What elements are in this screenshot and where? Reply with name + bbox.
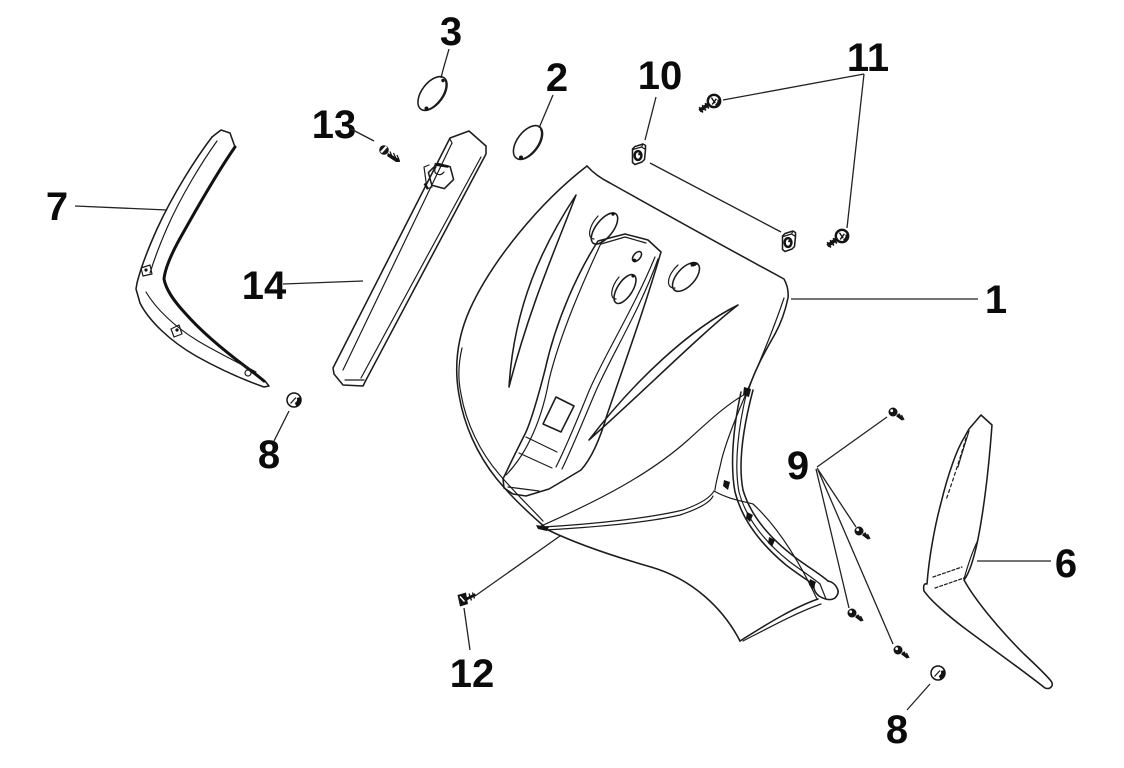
svg-text:8: 8 xyxy=(258,433,280,477)
svg-text:13: 13 xyxy=(312,103,357,147)
svg-text:3: 3 xyxy=(440,10,462,54)
svg-text:12: 12 xyxy=(450,652,495,696)
svg-text:14: 14 xyxy=(242,264,287,308)
svg-text:1: 1 xyxy=(985,278,1007,322)
svg-text:10: 10 xyxy=(638,54,683,98)
svg-text:11: 11 xyxy=(847,36,889,80)
svg-text:8: 8 xyxy=(886,708,908,752)
svg-text:7: 7 xyxy=(46,185,68,229)
svg-text:2: 2 xyxy=(546,56,568,100)
svg-text:6: 6 xyxy=(1055,542,1077,586)
svg-text:9: 9 xyxy=(787,444,809,488)
